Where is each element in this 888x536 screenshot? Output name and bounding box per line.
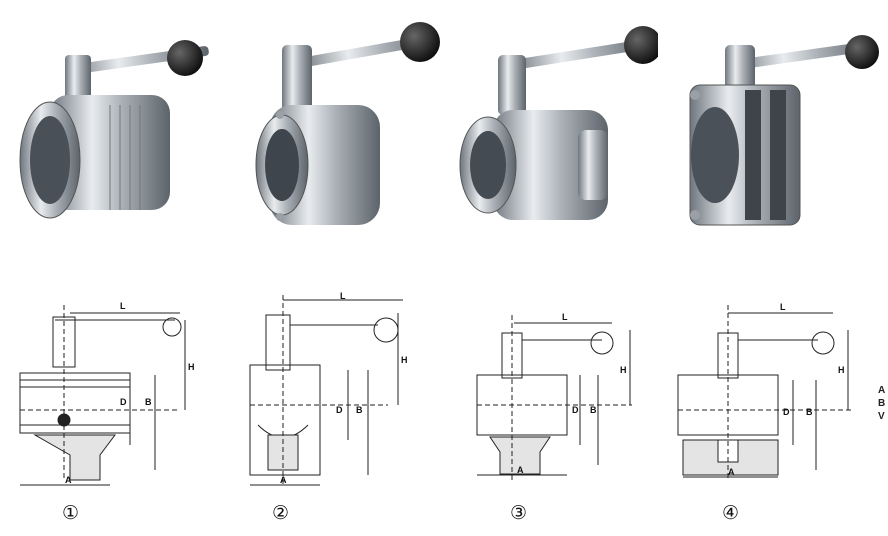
handle-lever xyxy=(512,38,652,70)
dim-label-L: L xyxy=(120,301,126,311)
valve-drawing-2: L H D B A xyxy=(249,291,408,486)
edge-text: A B V xyxy=(878,384,888,423)
dim-label-B: B xyxy=(356,405,363,415)
dim-label-L: L xyxy=(340,291,346,301)
handle-ball xyxy=(624,26,658,64)
stem-housing xyxy=(282,45,312,115)
dim-label-L: L xyxy=(780,302,786,312)
dim-label-H: H xyxy=(838,365,845,375)
edge-text-a: A xyxy=(878,385,886,396)
handle-lever xyxy=(734,41,874,70)
dim-label-D: D xyxy=(783,407,790,417)
valve-photo-1 xyxy=(19,40,209,219)
dim-label-B: B xyxy=(145,397,152,407)
dim-label-D: D xyxy=(572,405,579,415)
dim-label-H: H xyxy=(620,365,627,375)
dim-label-A: A xyxy=(65,475,72,485)
valve-drawing-3: L H D B A xyxy=(476,312,632,480)
handle-ball xyxy=(845,35,879,69)
valve-number-4: ④ xyxy=(722,502,740,524)
dim-label-B: B xyxy=(806,407,813,417)
valve-photo-3 xyxy=(459,26,658,220)
stem-housing xyxy=(498,55,526,115)
valve-photo-2 xyxy=(255,22,440,225)
handle-ball xyxy=(400,22,440,62)
edge-text-b: B xyxy=(878,398,886,409)
dim-label-A: A xyxy=(728,467,735,477)
valve-photo-4 xyxy=(689,35,879,226)
valve-number-2: ② xyxy=(272,502,290,524)
stem-housing xyxy=(65,55,91,105)
dim-label-A: A xyxy=(280,475,287,485)
dim-label-D: D xyxy=(120,397,127,407)
handle-ball xyxy=(167,40,203,76)
valve-drawing-1: L H D B A xyxy=(19,301,195,486)
dim-label-B: B xyxy=(590,405,597,415)
dim-label-D: D xyxy=(336,405,343,415)
dim-label-H: H xyxy=(401,355,408,365)
valve-number-1: ① xyxy=(62,502,80,524)
dim-label-H: H xyxy=(188,362,195,372)
valve-number-3: ③ xyxy=(510,502,528,524)
edge-text-v: V xyxy=(878,411,885,422)
dim-label-L: L xyxy=(562,312,568,322)
valve-drawing-4: L H D B A xyxy=(677,302,853,480)
dim-label-A: A xyxy=(517,465,524,475)
